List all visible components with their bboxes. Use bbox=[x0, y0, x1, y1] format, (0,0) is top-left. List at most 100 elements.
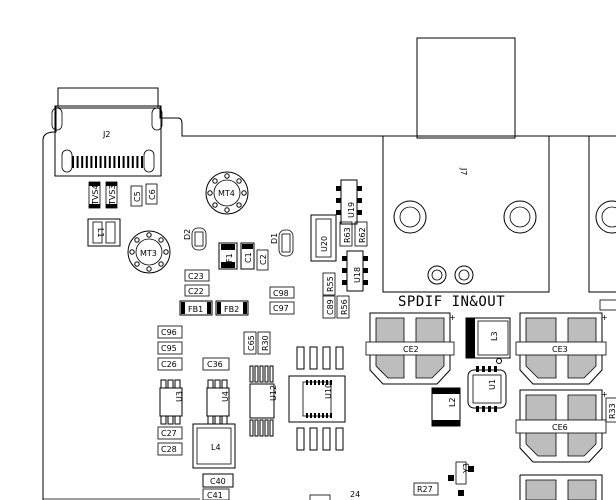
pin-pad bbox=[342, 280, 347, 285]
pin-pad bbox=[326, 380, 328, 385]
pin-pad bbox=[113, 156, 116, 168]
pin-pad bbox=[314, 413, 316, 418]
l3-label: L3 bbox=[490, 331, 499, 341]
via bbox=[146, 232, 152, 238]
pin-pad bbox=[76, 156, 79, 168]
via bbox=[158, 237, 164, 243]
u19-label: U19 bbox=[347, 202, 356, 218]
pin-pad bbox=[174, 379, 181, 389]
res-r63: R63 bbox=[339, 221, 353, 247]
pin-pad bbox=[342, 256, 347, 261]
via bbox=[163, 249, 169, 255]
pin-pad bbox=[108, 156, 111, 168]
r30-label: R30 bbox=[261, 335, 270, 351]
via bbox=[212, 178, 218, 184]
pin-pad bbox=[314, 380, 316, 385]
c2-label: C2 bbox=[259, 254, 268, 265]
cap-c2: C2 bbox=[256, 249, 269, 271]
diode-d2: D2 bbox=[183, 227, 207, 251]
pin-pad bbox=[482, 406, 485, 412]
pin-pad bbox=[214, 415, 221, 425]
j7-label: J7 bbox=[459, 167, 468, 175]
pin-pad bbox=[363, 256, 368, 261]
res-r30: R30 bbox=[257, 331, 271, 355]
l1-label: L1 bbox=[96, 228, 105, 238]
pin-pad bbox=[249, 419, 254, 437]
fuse-f1: F1 bbox=[218, 242, 238, 270]
c22-label: C22 bbox=[188, 287, 204, 296]
inductor-l2: L2 bbox=[431, 387, 461, 427]
tvs-group: TVS4 TVS3 C5 C6 bbox=[88, 181, 158, 209]
svg-text:+: + bbox=[601, 390, 608, 399]
d2-label: D2 bbox=[183, 229, 192, 240]
capacitor-ce3: CE3 + bbox=[515, 312, 608, 385]
pin-pad bbox=[269, 365, 274, 383]
r63-label: R63 bbox=[343, 227, 352, 243]
c5-label: C5 bbox=[133, 191, 142, 202]
pin-pad bbox=[104, 156, 107, 168]
c1-label: C1 bbox=[244, 252, 253, 263]
l4-label: L4 bbox=[211, 443, 221, 452]
pin-pad bbox=[264, 365, 269, 383]
j2-connector: J2 bbox=[51, 87, 163, 177]
pin-pad bbox=[296, 427, 305, 451]
via bbox=[207, 190, 213, 196]
tvs3-label: TVS3 bbox=[108, 184, 117, 206]
bottom-partial-part bbox=[309, 494, 331, 500]
pin-pad bbox=[309, 346, 318, 370]
c65-label: C65 bbox=[247, 335, 256, 351]
pin-pad bbox=[118, 156, 120, 168]
ic-u19: U19 bbox=[336, 179, 362, 225]
mounting-hole-mt3: MT3 bbox=[127, 230, 171, 274]
pin-pad bbox=[136, 156, 139, 168]
r55-label: R55 bbox=[326, 276, 335, 292]
net-24-label: 24 bbox=[350, 490, 360, 499]
d1-label: D1 bbox=[270, 233, 279, 244]
mt4-label: MT4 bbox=[218, 189, 235, 198]
c95-label: C95 bbox=[161, 344, 177, 353]
pin-pad bbox=[254, 365, 259, 383]
ic-u4: U4 bbox=[206, 379, 230, 425]
pin-pad bbox=[357, 198, 362, 203]
inductor-l1: L1 bbox=[87, 218, 121, 247]
cap-c41: C41 bbox=[202, 488, 230, 500]
pin-pad bbox=[330, 380, 332, 385]
pin-pad bbox=[322, 346, 331, 370]
c41-label: C41 bbox=[207, 491, 223, 500]
ic-u18: U18 bbox=[342, 250, 368, 292]
r56-label: R56 bbox=[340, 299, 349, 315]
pin-pad bbox=[207, 415, 214, 425]
u20-label: U20 bbox=[320, 236, 329, 252]
pin-pad bbox=[72, 156, 74, 168]
pin-pad bbox=[335, 427, 344, 451]
pin-pad bbox=[310, 380, 312, 385]
ic-u1: U1 bbox=[467, 366, 507, 412]
pin-pad bbox=[357, 186, 362, 191]
via bbox=[224, 173, 230, 179]
pin-pad bbox=[335, 346, 344, 370]
pin-pad bbox=[488, 366, 491, 372]
cap-c28: C28 bbox=[157, 442, 183, 456]
pin-pad bbox=[363, 280, 368, 285]
pin-pad bbox=[336, 186, 341, 191]
pin-pad bbox=[269, 419, 274, 437]
cap-c97: C97 bbox=[269, 301, 295, 315]
pin-pad bbox=[363, 268, 368, 273]
pin-pad bbox=[306, 413, 308, 418]
cap-c96: C96 bbox=[157, 325, 183, 339]
c26-label: C26 bbox=[161, 360, 177, 369]
pin-pad bbox=[336, 198, 341, 203]
ferrite-fb2: FB2 bbox=[215, 300, 249, 316]
pin-pad bbox=[476, 366, 479, 372]
svg-text:+: + bbox=[601, 313, 608, 322]
mounting-hole-mt4: MT4 bbox=[205, 171, 249, 215]
ce6-label: CE6 bbox=[552, 423, 568, 432]
pin-pad bbox=[326, 413, 328, 418]
pin-pad bbox=[174, 415, 181, 425]
via bbox=[146, 266, 152, 272]
pin-pad bbox=[322, 380, 324, 385]
pin-pad bbox=[494, 366, 497, 372]
capacitor-bottom-partial bbox=[519, 474, 603, 500]
cap-c27: C27 bbox=[157, 426, 183, 440]
